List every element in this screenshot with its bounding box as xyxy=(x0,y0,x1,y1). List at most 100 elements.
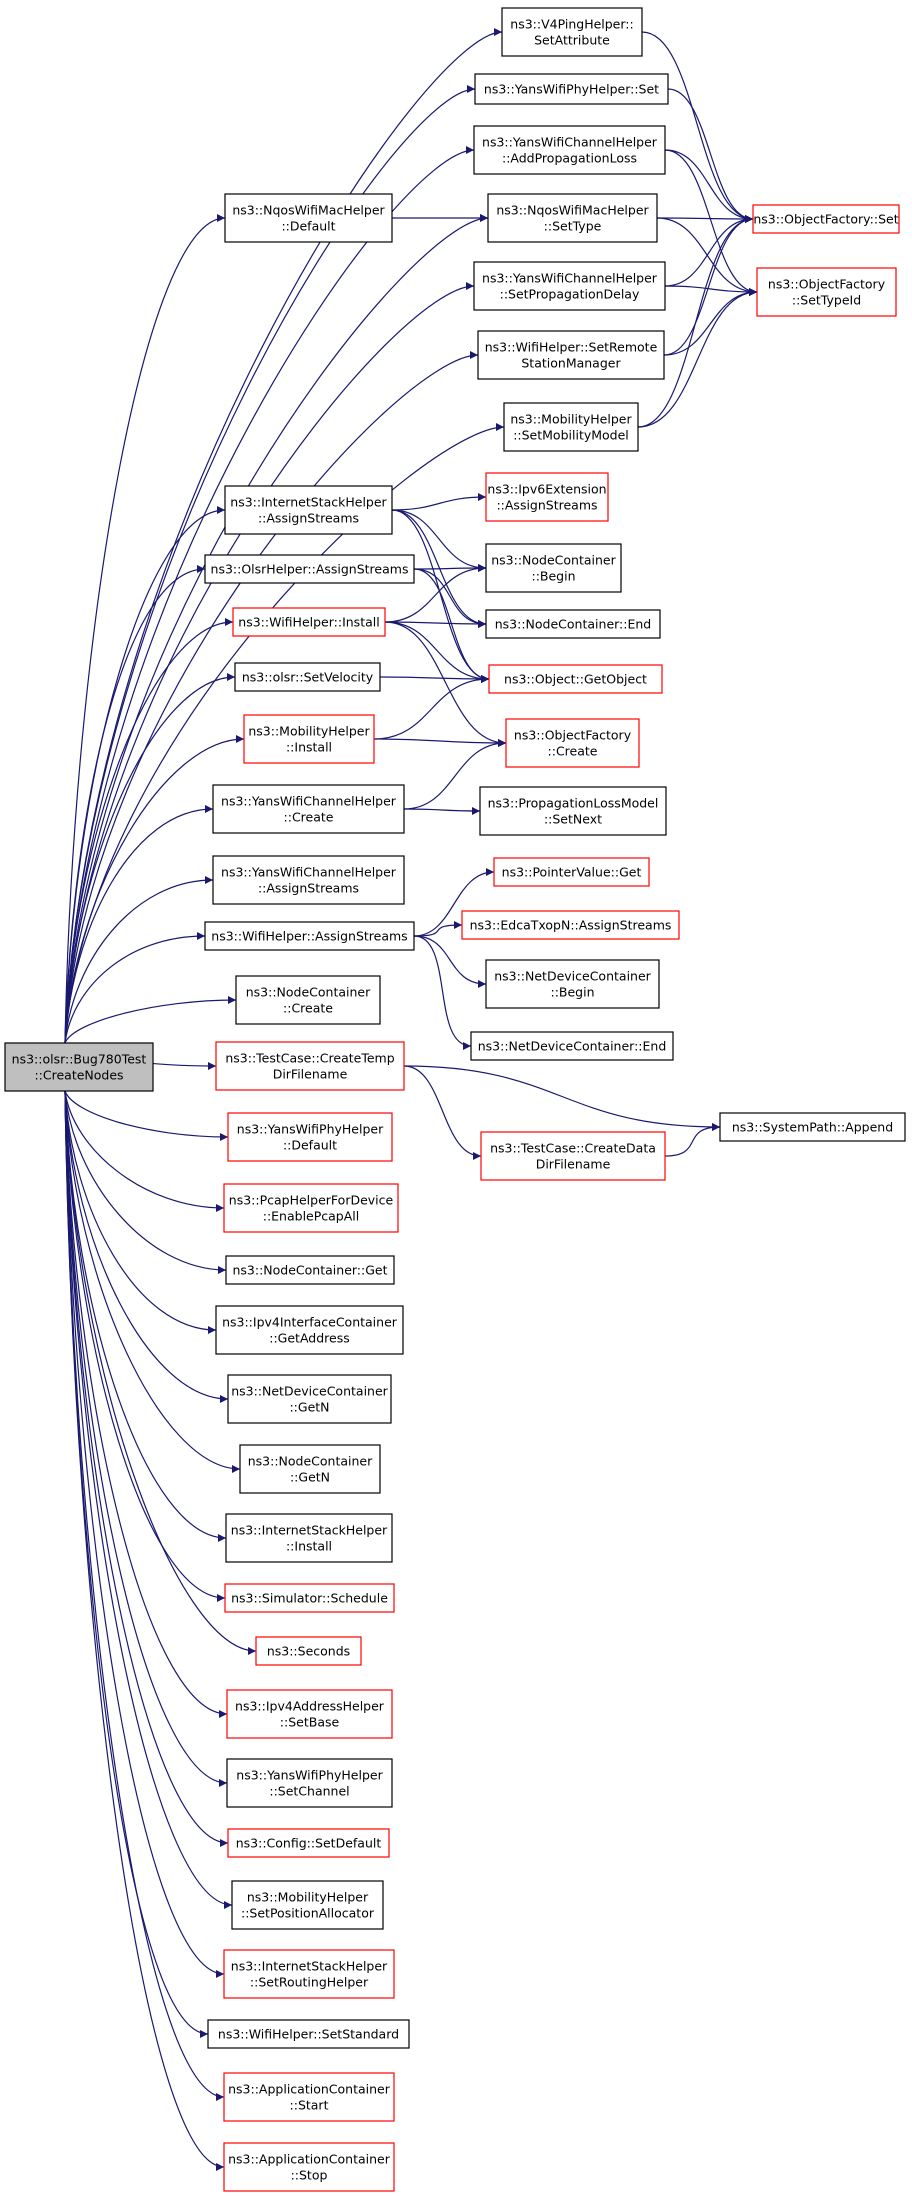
edge-root-to-mobility_setposalloc xyxy=(64,1090,233,1909)
edge-root-to-appcont_stop xyxy=(64,1090,225,2171)
node-yansphy-default[interactable]: ns3::YansWifiPhyHelper::Default xyxy=(227,1112,393,1162)
node-edca-assign[interactable]: ns3::EdcaTxopN::AssignStreams xyxy=(461,910,680,940)
node-olsr-setvelocity[interactable]: ns3::olsr::SetVelocity xyxy=(234,662,381,692)
edge-wifi_setremote-to-objfactory_set xyxy=(663,215,754,356)
node-pointervalue-get[interactable]: ns3::PointerValue::Get xyxy=(493,857,650,887)
node-nodecont-getn[interactable]: ns3::NodeContainer::GetN xyxy=(239,1444,381,1494)
node-box xyxy=(487,193,658,243)
node-label: ::SetRoutingHelper xyxy=(250,1975,369,1990)
node-wifi-setstandard[interactable]: ns3::WifiHelper::SetStandard xyxy=(207,2019,410,2049)
node-label: ::Install xyxy=(286,740,332,755)
node-mobility-install[interactable]: ns3::MobilityHelper::Install xyxy=(243,714,375,764)
edge-yanschan_setpropdelay-to-objfactory_settypeid xyxy=(664,285,758,296)
edge-yanschan_addprop-to-objfactory_settypeid xyxy=(664,149,758,296)
node-config-setdefault[interactable]: ns3::Config::SetDefault xyxy=(227,1828,390,1858)
node-ipv4addr-setbase[interactable]: ns3::Ipv4AddressHelper::SetBase xyxy=(226,1689,393,1739)
node-inet-install[interactable]: ns3::InternetStackHelper::Install xyxy=(225,1513,393,1563)
node-box xyxy=(223,2072,395,2122)
node-yansphy-set[interactable]: ns3::YansWifiPhyHelper::Set xyxy=(474,73,669,105)
node-appcont-start[interactable]: ns3::ApplicationContainer::Start xyxy=(223,2072,395,2122)
node-label: ::SetTypeId xyxy=(792,293,861,308)
node-label: ::AssignStreams xyxy=(496,498,597,513)
node-label: ::CreateNodes xyxy=(34,1068,123,1083)
edge-root-to-inet_setrouting xyxy=(64,1090,225,1978)
edge-wifi_install-to-objfactory_create xyxy=(384,621,507,747)
node-nqos-settype[interactable]: ns3::NqosWifiMacHelper::SetType xyxy=(487,193,658,243)
node-label: ::SetPositionAllocator xyxy=(241,1906,375,1921)
node-objfactory-settypeid[interactable]: ns3::ObjectFactory::SetTypeId xyxy=(756,267,897,317)
node-nodecont-get[interactable]: ns3::NodeContainer::Get xyxy=(225,1255,395,1285)
edge-root-to-yansphy_setchannel xyxy=(64,1090,228,1787)
node-root[interactable]: ns3::olsr::Bug780Test::CreateNodes xyxy=(4,1042,154,1092)
node-yanschan-setpropdelay[interactable]: ns3::YansWifiChannelHelper::SetPropagati… xyxy=(473,261,666,311)
node-box xyxy=(204,921,415,951)
edge-wifi_install-to-nodecont_end xyxy=(384,619,487,628)
node-box xyxy=(719,1112,906,1142)
node-netdevcont-getn[interactable]: ns3::NetDeviceContainer::GetN xyxy=(227,1374,392,1424)
node-nodecont-create[interactable]: ns3::NodeContainer::Create xyxy=(235,975,381,1025)
node-label: ns3::TestCase::CreateData xyxy=(490,1141,656,1156)
node-inet-assignstreams[interactable]: ns3::InternetStackHelper::AssignStreams xyxy=(224,485,393,535)
edge-root-to-wifi_assignstreams xyxy=(64,932,206,1044)
edge-wifi_install-to-nodecont_begin xyxy=(384,564,487,623)
node-box xyxy=(227,1374,392,1424)
edge-root-to-yanschan_create xyxy=(64,805,214,1044)
node-nodecont-begin[interactable]: ns3::NodeContainer::Begin xyxy=(485,543,622,593)
node-mobility-setmodel[interactable]: ns3::MobilityHelper::SetMobilityModel xyxy=(503,402,639,452)
node-label: ns3::YansWifiPhyHelper xyxy=(237,1122,384,1137)
node-wifi-install[interactable]: ns3::WifiHelper::Install xyxy=(232,607,386,637)
node-box xyxy=(224,485,393,535)
node-label: DirFilename xyxy=(273,1067,348,1082)
node-label: ::SetNext xyxy=(544,812,602,827)
node-mobility-setposalloc[interactable]: ns3::MobilityHelper::SetPositionAllocato… xyxy=(231,1880,384,1930)
node-systempath-append[interactable]: ns3::SystemPath::Append xyxy=(719,1112,906,1142)
node-netdevcont-begin[interactable]: ns3::NetDeviceContainer::Begin xyxy=(485,959,660,1009)
node-wifi-assignstreams[interactable]: ns3::WifiHelper::AssignStreams xyxy=(204,921,415,951)
node-yansphy-setchannel[interactable]: ns3::YansWifiPhyHelper::SetChannel xyxy=(226,1758,393,1808)
node-pcap-enableall[interactable]: ns3::PcapHelperForDevice::EnablePcapAll xyxy=(223,1183,399,1233)
node-objfactory-create[interactable]: ns3::ObjectFactory::Create xyxy=(505,718,640,768)
node-label: ::Create xyxy=(283,1001,333,1016)
node-label: ::AssignStreams xyxy=(258,881,359,896)
node-yanschan-addprop[interactable]: ns3::YansWifiChannelHelper::AddPropagati… xyxy=(473,125,666,175)
node-yanschan-assign[interactable]: ns3::YansWifiChannelHelper::AssignStream… xyxy=(212,855,405,905)
edge-root-to-nodecont_get xyxy=(64,1090,227,1274)
node-object-getobject[interactable]: ns3::Object::GetObject xyxy=(488,664,663,694)
node-label: ns3::ObjectFactory xyxy=(514,728,632,743)
node-box xyxy=(226,1758,393,1808)
node-olsrhelper-assign[interactable]: ns3::OlsrHelper::AssignStreams xyxy=(204,554,415,584)
node-ipv6ext-assign[interactable]: ns3::Ipv6Extension::AssignStreams xyxy=(485,472,609,522)
node-box xyxy=(485,609,661,639)
node-box xyxy=(470,1031,674,1061)
node-label: ns3::PointerValue::Get xyxy=(502,865,642,880)
node-box xyxy=(501,7,643,57)
node-box xyxy=(215,1305,404,1355)
node-box xyxy=(223,1183,399,1233)
node-appcont-stop[interactable]: ns3::ApplicationContainer::Stop xyxy=(223,2142,395,2192)
node-sim-schedule[interactable]: ns3::Simulator::Schedule xyxy=(224,1583,395,1613)
node-inet-setrouting[interactable]: ns3::InternetStackHelper::SetRoutingHelp… xyxy=(223,1949,395,1999)
node-box xyxy=(480,1131,666,1181)
node-label: ns3::NqosWifiMacHelper xyxy=(496,203,649,218)
edge-root-to-nodecont_create xyxy=(64,996,237,1044)
node-netdevcont-end[interactable]: ns3::NetDeviceContainer::End xyxy=(470,1031,674,1061)
node-objfactory-set[interactable]: ns3::ObjectFactory::Set xyxy=(752,204,900,234)
node-v4ping-setattribute[interactable]: ns3::V4PingHelper::SetAttribute xyxy=(501,7,643,57)
node-box xyxy=(204,554,415,584)
node-label: ns3::Simulator::Schedule xyxy=(231,1591,388,1606)
node-proploss-setnext[interactable]: ns3::PropagationLossModel::SetNext xyxy=(479,786,667,836)
node-seconds[interactable]: ns3::Seconds xyxy=(255,1636,362,1666)
node-nqos-default[interactable]: ns3::NqosWifiMacHelper::Default xyxy=(224,193,393,243)
node-box xyxy=(473,261,666,311)
node-label: ns3::NetDeviceContainer::End xyxy=(478,1039,667,1054)
node-box xyxy=(461,910,680,940)
node-ipv4if-getaddress[interactable]: ns3::Ipv4InterfaceContainer::GetAddress xyxy=(215,1305,404,1355)
node-yanschan-create[interactable]: ns3::YansWifiChannelHelper::Create xyxy=(212,784,405,834)
edge-root-to-yanschan_assign xyxy=(64,876,214,1044)
edge-root-to-nqos_settype xyxy=(64,214,489,1044)
edge-root-to-config_setdefault xyxy=(64,1090,229,1847)
node-nodecont-end[interactable]: ns3::NodeContainer::End xyxy=(485,609,661,639)
